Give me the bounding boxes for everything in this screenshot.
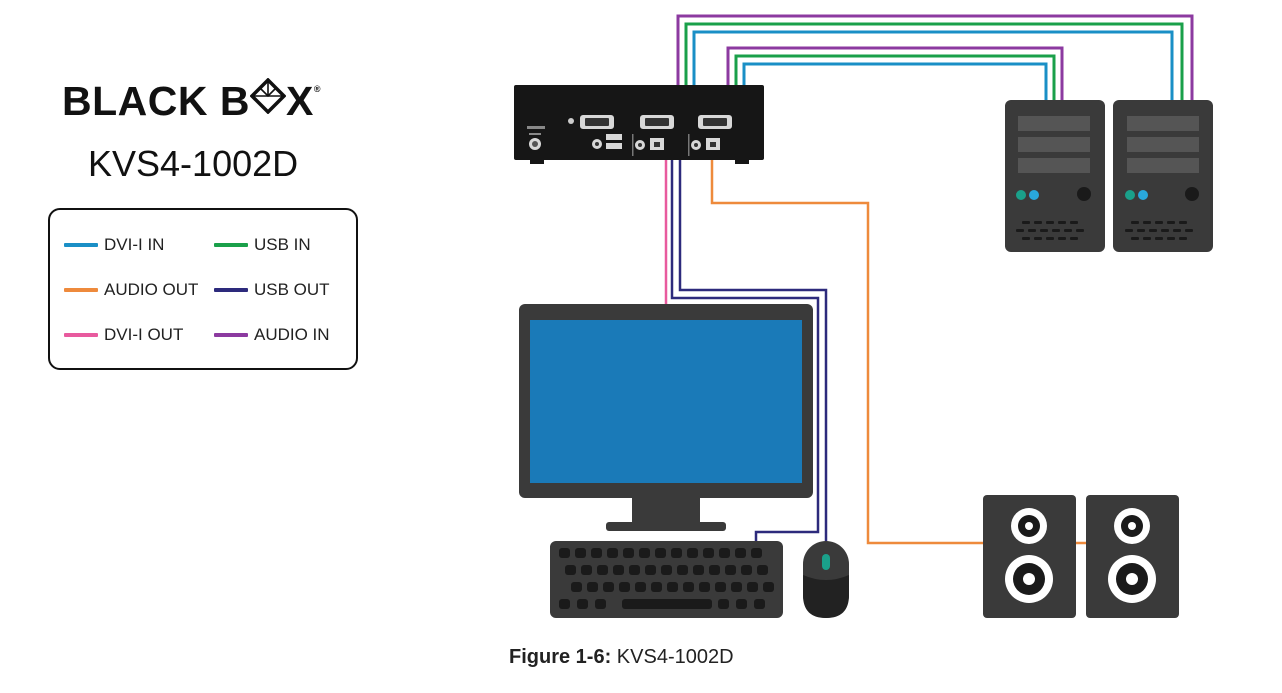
cables-to-computers [676, 14, 1194, 102]
keyboard-key [607, 548, 618, 558]
legend-item-usb-in: USB IN [214, 235, 311, 255]
brand-word: BLACK B [62, 78, 250, 124]
keyboard-key [655, 548, 666, 558]
computer-tower-2 [1113, 100, 1213, 252]
cube-icon [249, 77, 287, 124]
keyboard-key [683, 582, 694, 592]
legend-item-dvi-out: DVI-I OUT [64, 325, 183, 345]
cable-usb-out-keyboard [670, 160, 820, 542]
cable-audio-in-pc1 [726, 46, 1064, 102]
keyboard-key [677, 565, 688, 575]
legend-label: DVI-I IN [104, 235, 165, 254]
keyboard-key [591, 548, 602, 558]
computer-tower-1 [1005, 100, 1105, 252]
keyboard-key [577, 599, 588, 609]
keyboard-key [671, 548, 682, 558]
caption-text: KVS4-1002D [611, 646, 734, 668]
keyboard-key [565, 565, 576, 575]
keyboard-key [693, 565, 704, 575]
cable-audio-out [710, 160, 1088, 545]
keyboard-key [751, 548, 762, 558]
black-box-logo: BLACK B X® [62, 77, 352, 125]
keyboard-key [687, 548, 698, 558]
keyboard-key [639, 548, 650, 558]
keyboard-key [719, 548, 730, 558]
keyboard-key [629, 565, 640, 575]
keyboard-key [763, 582, 774, 592]
keyboard-key [581, 565, 592, 575]
legend-swatch [64, 288, 98, 292]
legend-label: USB OUT [254, 280, 330, 299]
kvm-switch [514, 85, 764, 164]
keyboard-key [699, 582, 710, 592]
cable-dvi-in-pc2 [692, 30, 1174, 102]
keyboard [550, 541, 783, 618]
legend-swatch [214, 288, 248, 292]
keyboard-key [715, 582, 726, 592]
keyboard-key [735, 548, 746, 558]
legend-label: USB IN [254, 235, 311, 254]
keyboard-key [559, 599, 570, 609]
keyboard-key [587, 582, 598, 592]
keyboard-key [619, 582, 630, 592]
legend-label: AUDIO IN [254, 325, 330, 344]
cable-usb-out-mouse [678, 160, 828, 544]
keyboard-key [667, 582, 678, 592]
keyboard-key [651, 582, 662, 592]
cable-usb-in-pc2 [684, 22, 1184, 102]
legend-item-dvi-in: DVI-I IN [64, 235, 164, 255]
keyboard-key [623, 548, 634, 558]
keyboard-key [635, 582, 646, 592]
legend-label: DVI-I OUT [104, 325, 184, 344]
keyboard-key [603, 582, 614, 592]
cable-usb-in-pc1 [734, 54, 1056, 102]
legend-swatch [64, 243, 98, 247]
legend-label: AUDIO OUT [104, 280, 199, 299]
keyboard-key [559, 548, 570, 558]
keyboard-key [595, 599, 606, 609]
keyboard-key [736, 599, 747, 609]
registered-mark: ® [313, 84, 321, 94]
model-title: KVS4-1002D [88, 143, 299, 184]
legend-swatch [64, 333, 98, 337]
legend-swatch [214, 333, 248, 337]
legend-item-usb-out: USB OUT [214, 280, 330, 300]
cables-to-peripherals [664, 160, 1088, 545]
brand-word-end: X [285, 78, 314, 124]
speaker-right [1086, 495, 1179, 618]
legend-item-audio-in: AUDIO IN [214, 325, 330, 345]
cable-dvi-in-pc1 [742, 62, 1048, 102]
keyboard-key [747, 582, 758, 592]
cable-audio-in-pc2 [676, 14, 1194, 102]
keyboard-key [757, 565, 768, 575]
keyboard-key [645, 565, 656, 575]
keyboard-key [703, 548, 714, 558]
legend-swatch [214, 243, 248, 247]
caption-label: Figure 1-6: [509, 646, 612, 668]
keyboard-key [597, 565, 608, 575]
mouse [803, 541, 849, 618]
keyboard-key [709, 565, 720, 575]
keyboard-key [754, 599, 765, 609]
keyboard-key [661, 565, 672, 575]
speaker-left [983, 495, 1076, 618]
keyboard-key [613, 565, 624, 575]
keyboard-key [741, 565, 752, 575]
keyboard-key [571, 582, 582, 592]
cable-legend: DVI-I IN USB IN AUDIO OUT USB OUT DVI-I … [48, 208, 358, 370]
legend-item-audio-out: AUDIO OUT [64, 280, 198, 300]
monitor [519, 304, 813, 531]
keyboard-key [575, 548, 586, 558]
keyboard-key [725, 565, 736, 575]
keyboard-key [718, 599, 729, 609]
keyboard-key [731, 582, 742, 592]
